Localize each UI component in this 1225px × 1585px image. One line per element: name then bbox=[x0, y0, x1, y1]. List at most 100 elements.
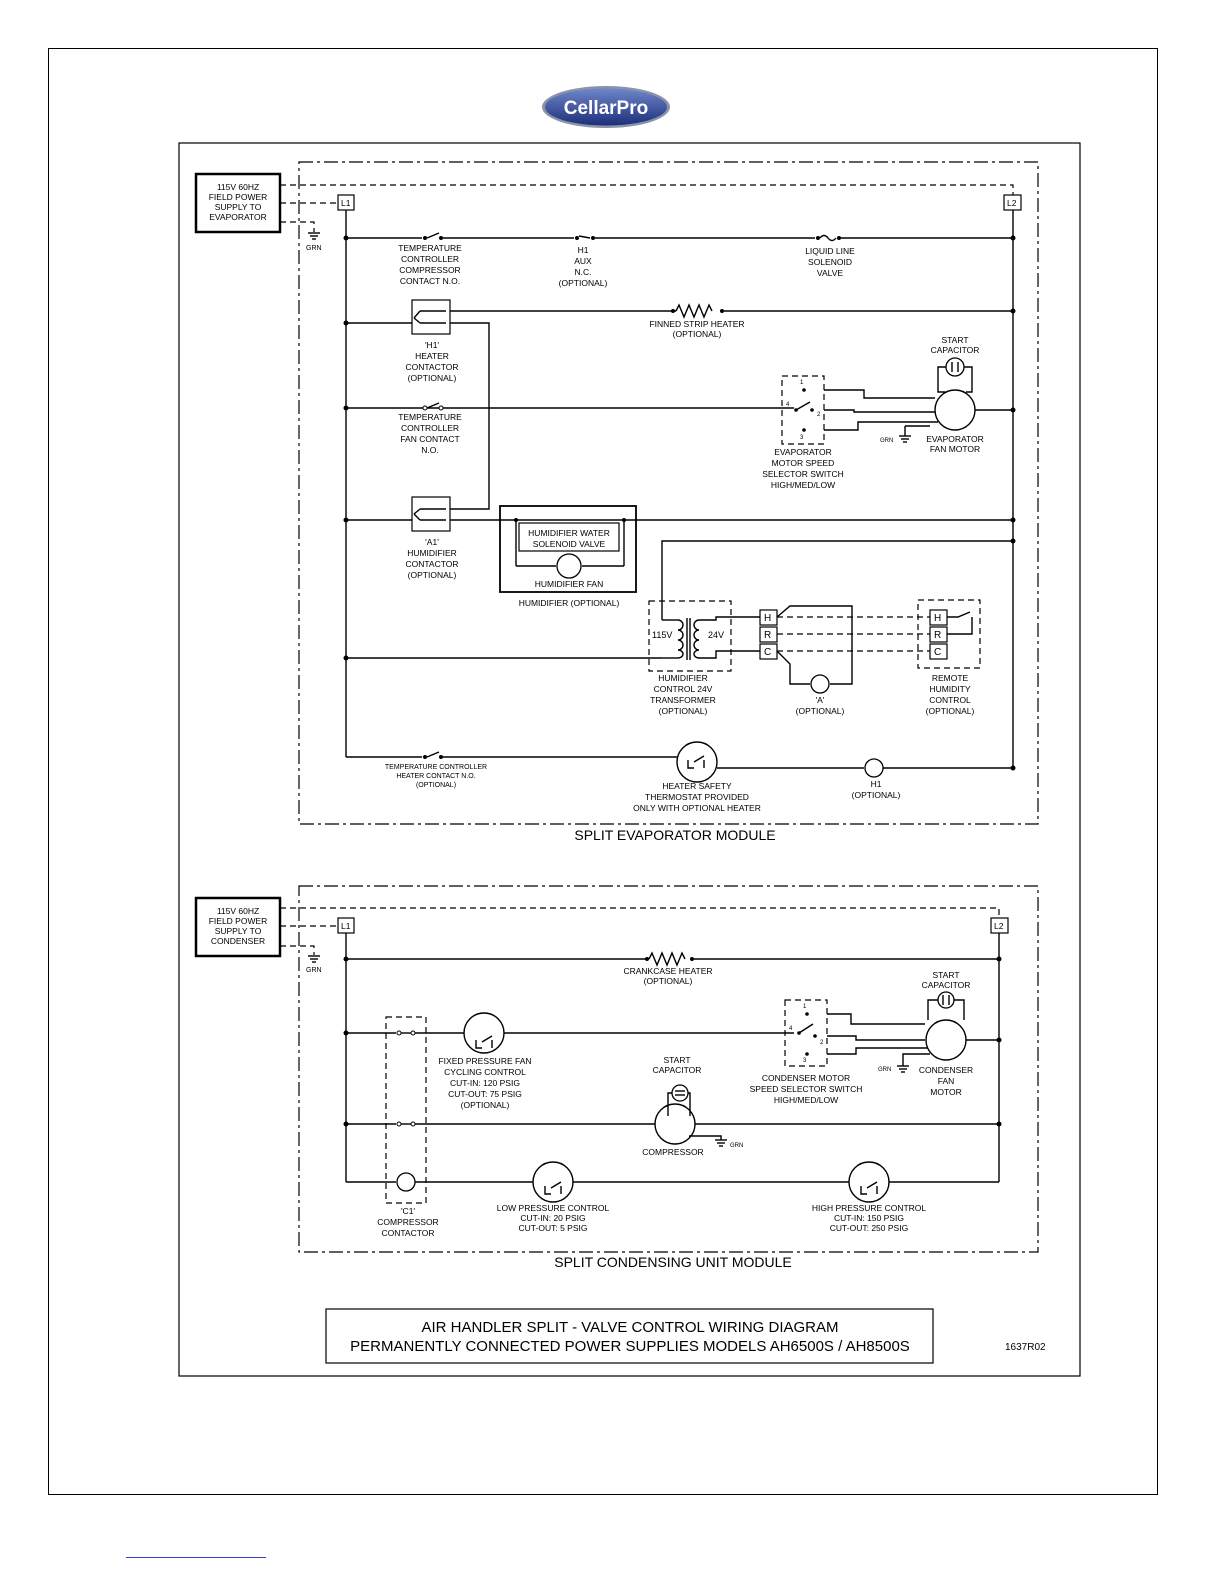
crankcase-heater-resistor bbox=[648, 951, 686, 967]
drawing-code: 1637R02 bbox=[1005, 1342, 1046, 1353]
evap-start-cap-label-1: START bbox=[941, 335, 968, 345]
evap-power-label-3: SUPPLY TO bbox=[215, 202, 262, 212]
a-relay-coil bbox=[810, 674, 830, 694]
cond-speed-switch-label-2: SPEED SELECTOR SWITCH bbox=[750, 1084, 863, 1094]
svg-text:1: 1 bbox=[803, 1004, 807, 1010]
heater-safety-label-1: HEATER SAFETY bbox=[662, 781, 732, 791]
cond-motor-label-2: FAN bbox=[938, 1076, 955, 1086]
ground-icon bbox=[308, 232, 320, 240]
cond-grn3-label: GRN bbox=[730, 1143, 743, 1149]
finned-heater-label-1: FINNED STRIP HEATER bbox=[649, 319, 744, 329]
cellarpro-logo: CellarPro bbox=[542, 86, 670, 128]
evap-start-capacitor bbox=[945, 357, 965, 377]
h1-optional-label-2: (OPTIONAL) bbox=[852, 790, 901, 800]
crankcase-label-1: CRANKCASE HEATER bbox=[623, 966, 712, 976]
heater-safety-label-2: THERMOSTAT PROVIDED bbox=[645, 792, 749, 802]
h1-aux-label-4: (OPTIONAL) bbox=[559, 278, 608, 288]
evap-l2-label: L2 bbox=[1007, 198, 1017, 208]
a1-contactor-label-4: (OPTIONAL) bbox=[408, 570, 457, 580]
footnote-separator bbox=[126, 1557, 266, 1558]
high-pressure-label-2: CUT-IN: 150 PSIG bbox=[834, 1213, 904, 1223]
evap-h-terminal: H bbox=[764, 613, 771, 624]
fan-cycling-label-2: CYCLING CONTROL bbox=[444, 1067, 526, 1077]
finned-heater-resistor bbox=[675, 303, 713, 319]
logo-text: CellarPro bbox=[564, 98, 648, 119]
fan-cycling-label-4: CUT-OUT: 75 PSIG bbox=[448, 1089, 522, 1099]
a1-contactor-box bbox=[411, 496, 451, 532]
temp-fan-contact-label-1: TEMPERATURE bbox=[398, 412, 462, 422]
page-border bbox=[48, 48, 1158, 1495]
evap-speed-switch-label-1: EVAPORATOR bbox=[774, 447, 832, 457]
liquid-line-label-3: VALVE bbox=[817, 268, 843, 278]
cond-module-border bbox=[298, 885, 1039, 1253]
compressor-label: COMPRESSOR bbox=[642, 1147, 703, 1157]
evap-power-label-4: EVAPORATOR bbox=[209, 212, 267, 222]
svg-text:2: 2 bbox=[820, 1040, 824, 1046]
humidifier-fan bbox=[556, 553, 582, 579]
cond-ground-line bbox=[280, 945, 315, 955]
evaporator-module: 115V 60HZ FIELD POWER SUPPLY TO EVAPORAT… bbox=[194, 161, 1039, 843]
h1-aux-label-1: H1 bbox=[578, 245, 589, 255]
cond-power-label-1: 115V 60HZ bbox=[217, 906, 259, 916]
fan-cycling-control bbox=[463, 1012, 505, 1054]
finned-heater-label-2: (OPTIONAL) bbox=[673, 329, 722, 339]
c1-label-3: CONTACTOR bbox=[381, 1228, 434, 1238]
cond-speed-switch-label-3: HIGH/MED/LOW bbox=[774, 1095, 838, 1105]
cond-module-title: SPLIT CONDENSING UNIT MODULE bbox=[554, 1254, 792, 1270]
cond-power-label-2: FIELD POWER bbox=[209, 916, 268, 926]
evap-speed-selector-switch bbox=[781, 375, 825, 445]
heater-safety-label-3: ONLY WITH OPTIONAL HEATER bbox=[633, 803, 761, 813]
cond-motor-label-3: MOTOR bbox=[930, 1087, 961, 1097]
compressor bbox=[654, 1103, 696, 1145]
a1-contactor-label-3: CONTACTOR bbox=[405, 559, 458, 569]
cond-power-box bbox=[194, 896, 282, 958]
evap-speed-switch-label-4: HIGH/MED/LOW bbox=[771, 480, 835, 490]
h1-contactor-label-3: CONTACTOR bbox=[405, 362, 458, 372]
evap-grn2-label: GRN bbox=[880, 438, 893, 444]
evap-motor-label-1: EVAPORATOR bbox=[926, 434, 984, 444]
h1-optional-label-1: H1 bbox=[871, 779, 882, 789]
cond-start-cap-label-1: START bbox=[932, 970, 959, 980]
title-line-1: AIR HANDLER SPLIT - VALVE CONTROL WIRING… bbox=[421, 1319, 838, 1336]
evap-supply-line-l2 bbox=[280, 184, 1014, 196]
temp-compressor-contact-label-4: CONTACT N.O. bbox=[400, 276, 460, 286]
c1-contactor-box bbox=[385, 1016, 427, 1204]
cond-start-capacitor bbox=[937, 991, 955, 1009]
cond-start-cap-label-2: CAPACITOR bbox=[922, 980, 971, 990]
condenser-fan-motor bbox=[925, 1019, 967, 1061]
a-relay-label-2: (OPTIONAL) bbox=[796, 706, 845, 716]
cond-power-label-4: CONDENSER bbox=[211, 936, 265, 946]
evap-start-cap-label-2: CAPACITOR bbox=[931, 345, 980, 355]
liquid-line-label-2: SOLENOID bbox=[808, 257, 852, 267]
temp-compressor-contact-label-1: TEMPERATURE bbox=[398, 243, 462, 253]
humidifier-valve-box bbox=[518, 522, 620, 552]
svg-text:1: 1 bbox=[800, 380, 804, 386]
low-pressure-label-2: CUT-IN: 20 PSIG bbox=[520, 1213, 585, 1223]
compressor-start-capacitor bbox=[671, 1084, 689, 1102]
a1-contactor-label-1: 'A1' bbox=[425, 537, 439, 547]
evap-r-terminal: R bbox=[764, 630, 771, 641]
remote-hum-label-4: (OPTIONAL) bbox=[926, 706, 975, 716]
c1-contactor-coil bbox=[396, 1172, 416, 1192]
high-pressure-label-1: HIGH PRESSURE CONTROL bbox=[812, 1203, 927, 1213]
fan-cycling-label-5: (OPTIONAL) bbox=[461, 1100, 510, 1110]
temp-fan-contact-label-4: N.O. bbox=[421, 445, 438, 455]
cond-l1-label: L1 bbox=[341, 921, 351, 931]
a1-contactor-label-2: HUMIDIFIER bbox=[407, 548, 457, 558]
cond-motor-label-1: CONDENSER bbox=[919, 1065, 973, 1075]
temp-fan-contact-label-3: FAN CONTACT bbox=[400, 434, 459, 444]
svg-text:4: 4 bbox=[789, 1026, 793, 1032]
hum-valve-label-2: SOLENOID VALVE bbox=[533, 539, 606, 549]
v115-label: 115V bbox=[652, 630, 672, 640]
a-relay-label-1: 'A' bbox=[816, 695, 825, 705]
hum-valve-label-1: HUMIDIFIER WATER bbox=[528, 528, 610, 538]
heater-safety-thermostat bbox=[676, 741, 718, 783]
low-pressure-label-1: LOW PRESSURE CONTROL bbox=[497, 1203, 610, 1213]
high-pressure-label-3: CUT-OUT: 250 PSIG bbox=[830, 1223, 908, 1233]
evap-ground-line bbox=[280, 221, 315, 232]
hum-fan-label: HUMIDIFIER FAN bbox=[535, 579, 603, 589]
svg-text:4: 4 bbox=[786, 402, 790, 408]
humidifier-box bbox=[499, 505, 637, 593]
evap-speed-switch-label-2: MOTOR SPEED bbox=[772, 458, 835, 468]
